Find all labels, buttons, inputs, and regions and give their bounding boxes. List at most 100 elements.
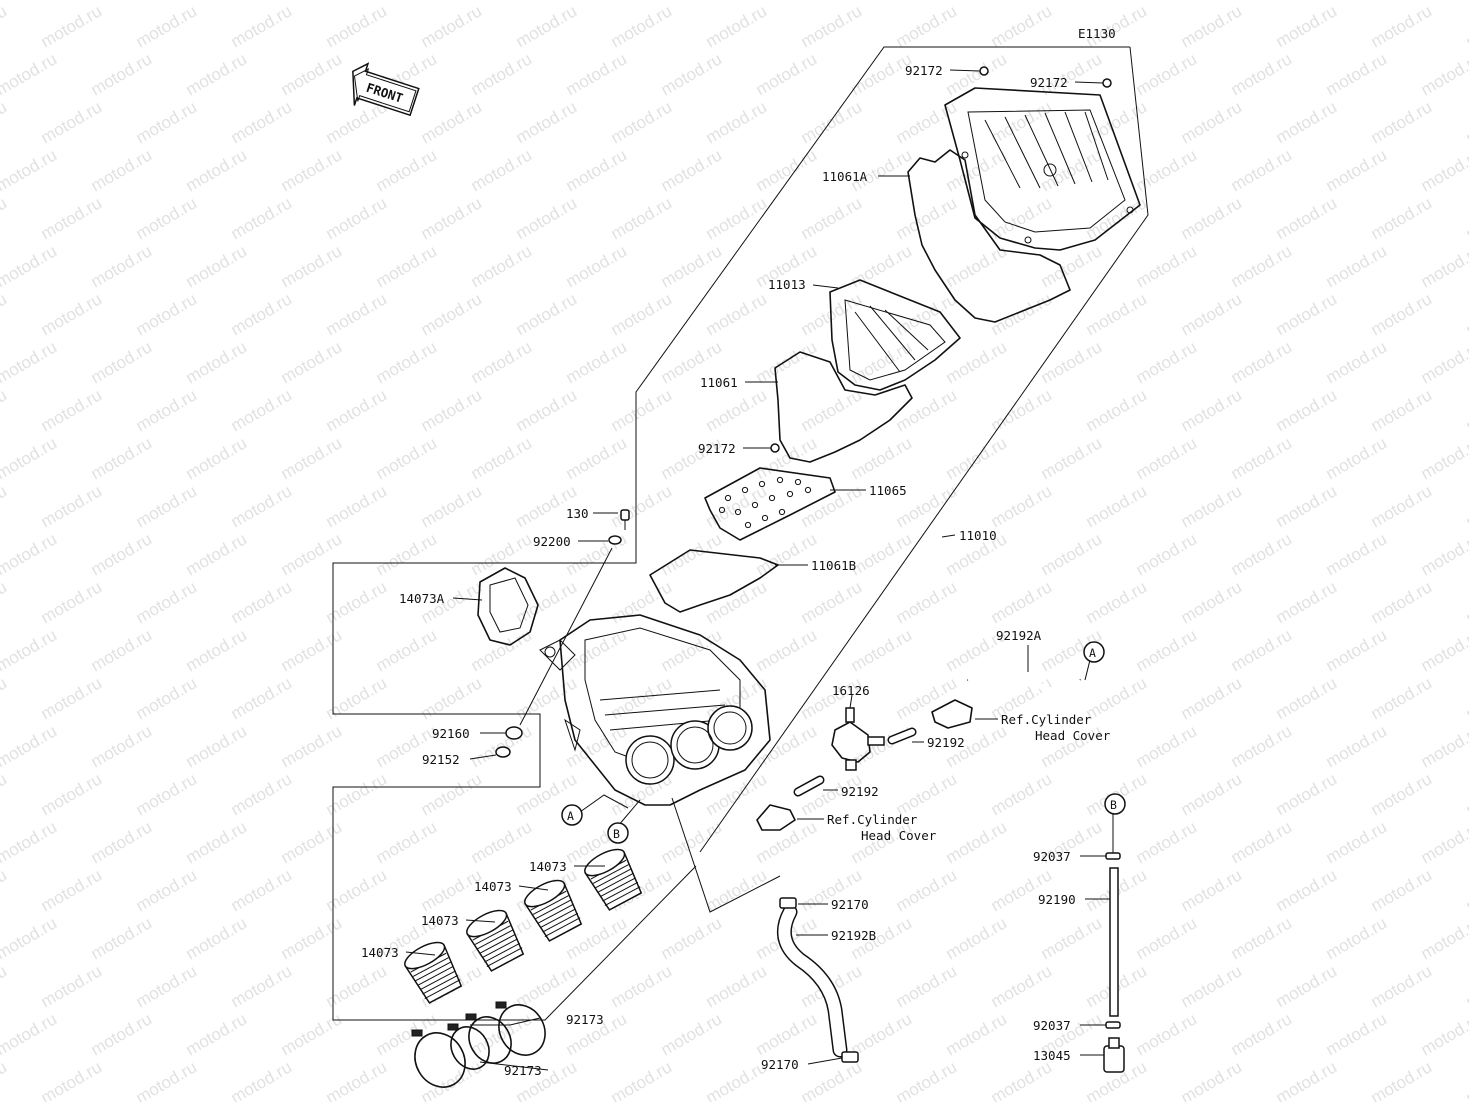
watermark-text: motod.ru xyxy=(1273,961,1341,1011)
watermark-text: motod.ru xyxy=(1323,625,1391,675)
watermark-text: motod.ru xyxy=(228,97,296,147)
watermark-text: motod.ru xyxy=(1228,0,1296,3)
watermark-text: motod.ru xyxy=(418,193,486,243)
label-ref-cylinder-2: Ref.Cylinder xyxy=(827,812,918,827)
watermark-text: motod.ru xyxy=(88,49,156,99)
plate-11065 xyxy=(704,467,836,541)
watermark-text: motod.ru xyxy=(1273,577,1341,627)
watermark-text: motod.ru xyxy=(1133,0,1201,3)
lower-air-cleaner-case xyxy=(539,614,771,806)
watermark-text: motod.ru xyxy=(1228,721,1296,771)
watermark-text: motod.ru xyxy=(513,289,581,339)
gasket-11061a xyxy=(907,149,1071,323)
watermark-text: motod.ru xyxy=(988,769,1056,819)
label-14073-1: 14073 xyxy=(529,859,567,874)
watermark-text: motod.ru xyxy=(1368,385,1436,435)
watermark-text: motod.ru xyxy=(893,865,961,915)
clamp-ring xyxy=(498,1004,546,1056)
watermark-text: motod.ru xyxy=(0,865,10,915)
watermark-text: motod.ru xyxy=(848,721,916,771)
watermark-text: motod.ru xyxy=(1323,817,1391,867)
watermark-text: motod.ru xyxy=(278,625,346,675)
watermark-text: motod.ru xyxy=(373,625,441,675)
watermark-text: motod.ru xyxy=(468,433,536,483)
watermark-text: motod.ru xyxy=(88,337,156,387)
watermark-text: motod.ru xyxy=(658,1009,726,1059)
watermark-text: motod.ru xyxy=(1418,145,1469,195)
watermark-text: motod.ru xyxy=(278,721,346,771)
watermark-text: motod.ru xyxy=(988,961,1056,1011)
watermark-text: motod.ru xyxy=(323,1,391,51)
watermark-text: motod.ru xyxy=(468,817,536,867)
watermark-text: motod.ru xyxy=(0,769,10,819)
watermark-text: motod.ru xyxy=(1228,529,1296,579)
watermark-text: motod.ru xyxy=(1273,769,1341,819)
watermark-text: motod.ru xyxy=(798,97,866,147)
watermark-text: motod.ru xyxy=(373,529,441,579)
diagram-code: E1130 xyxy=(1078,26,1116,41)
watermark-text: motod.ru xyxy=(1323,337,1391,387)
label-11013: 11013 xyxy=(768,277,806,292)
watermark-text: motod.ru xyxy=(418,481,486,531)
watermark-text: motod.ru xyxy=(658,145,726,195)
watermark-text: motod.ru xyxy=(0,0,60,3)
label-92172-right: 92172 xyxy=(1030,75,1068,90)
watermark-text: motod.ru xyxy=(753,1009,821,1059)
label-14073-3: 14073 xyxy=(421,913,459,928)
plate-hole xyxy=(751,501,759,509)
watermark-text: motod.ru xyxy=(133,97,201,147)
watermark-text: motod.ru xyxy=(893,1057,961,1102)
watermark-text: motod.ru xyxy=(1273,673,1341,723)
svg-text:B: B xyxy=(613,827,620,841)
label-92192-a: 92192 xyxy=(927,735,965,750)
watermark-text: motod.ru xyxy=(133,481,201,531)
watermark-text: motod.ru xyxy=(1038,337,1106,387)
plate-hole xyxy=(776,476,784,484)
watermark-text: motod.ru xyxy=(228,769,296,819)
watermark-text: motod.ru xyxy=(38,865,106,915)
front-arrow-icon: FRONT xyxy=(352,62,420,117)
watermark-text: motod.ru xyxy=(1083,289,1151,339)
watermark-text: motod.ru xyxy=(0,481,10,531)
watermark-text: motod.ru xyxy=(608,1,676,51)
watermark-text: motod.ru xyxy=(1083,193,1151,243)
hose-92192a-inner xyxy=(967,670,1083,694)
watermark-text: motod.ru xyxy=(228,193,296,243)
funnel xyxy=(584,848,643,911)
watermark-text: motod.ru xyxy=(133,673,201,723)
watermark-text: motod.ru xyxy=(228,1057,296,1102)
label-16126: 16126 xyxy=(832,683,870,698)
watermark-text: motod.ru xyxy=(513,1,581,51)
watermark-text: motod.ru xyxy=(848,529,916,579)
svg-text:A: A xyxy=(1089,646,1096,660)
watermark-text: motod.ru xyxy=(1273,97,1341,147)
watermark-text: motod.ru xyxy=(658,625,726,675)
watermark-text: motod.ru xyxy=(703,865,771,915)
watermark-text: motod.ru xyxy=(563,337,631,387)
watermark-text: motod.ru xyxy=(513,961,581,1011)
svg-text:A: A xyxy=(567,809,574,823)
watermark-text: motod.ru xyxy=(1273,1,1341,51)
watermark-text: motod.ru xyxy=(38,97,106,147)
watermark-text: motod.ru xyxy=(703,577,771,627)
watermark-text: motod.ru xyxy=(468,625,536,675)
watermark-text: motod.ru xyxy=(1133,529,1201,579)
watermark-text: motod.ru xyxy=(658,49,726,99)
watermark-text: motod.ru xyxy=(703,193,771,243)
watermark-text: motod.ru xyxy=(1178,865,1246,915)
watermark-text: motod.ru xyxy=(1463,577,1469,627)
watermark-text: motod.ru xyxy=(1228,337,1296,387)
watermark-text: motod.ru xyxy=(373,241,441,291)
plate-hole xyxy=(758,480,766,488)
watermark-text: motod.ru xyxy=(418,289,486,339)
plate-hole xyxy=(778,508,786,516)
watermark-text: motod.ru xyxy=(1133,49,1201,99)
label-92170-b: 92170 xyxy=(761,1057,799,1072)
watermark-text: motod.ru xyxy=(563,625,631,675)
watermark-text: motod.ru xyxy=(1463,1057,1469,1102)
callout-leaders xyxy=(405,69,1110,1071)
watermark-text: motod.ru xyxy=(88,817,156,867)
watermark-text: motod.ru xyxy=(1228,433,1296,483)
watermark-text: motod.ru xyxy=(1463,961,1469,1011)
